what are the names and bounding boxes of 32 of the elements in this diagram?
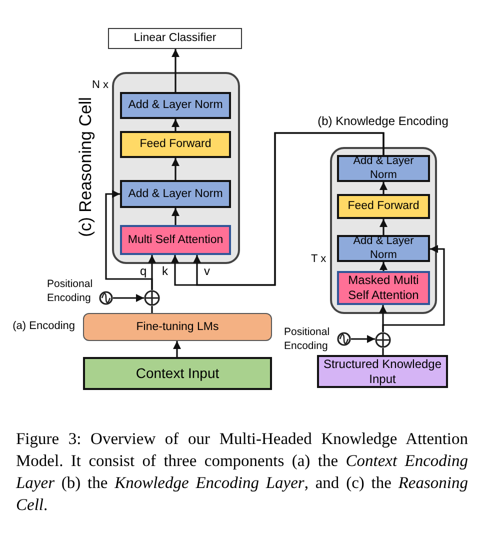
layer-box: Add & Layer Norm <box>120 180 231 208</box>
input-box: Structured Knowledge Input <box>317 355 448 388</box>
layer-box: Feed Forward <box>337 194 430 219</box>
arrow <box>172 208 180 225</box>
repeat-label: T x <box>311 252 326 267</box>
arrow <box>172 49 180 92</box>
classifier-box: Linear Classifier <box>108 28 242 49</box>
arrow <box>380 219 388 235</box>
layer-box: Masked Multi Self Attention <box>337 271 430 305</box>
arrow <box>172 119 180 131</box>
layer-box: Feed Forward <box>120 131 231 158</box>
arrow <box>105 190 153 290</box>
side-label: (a) Encoding <box>12 319 75 334</box>
arrow <box>382 245 445 332</box>
layer-box: Add & Layer Norm <box>337 235 430 262</box>
container-heading: (b) Knowledge Encoding <box>316 113 450 130</box>
layer-box: Add & Layer Norm <box>120 92 231 119</box>
arrow <box>351 335 375 343</box>
layer-box: Add & Layer Norm <box>337 155 430 182</box>
side-label: Positional Encoding <box>284 325 331 353</box>
layer-box: Multi Self Attention <box>120 225 231 255</box>
input-box: Context Input <box>83 357 272 390</box>
figure-caption: Figure 3: Overview of our Multi-Headed Knowledge Attention Model. It consist of three components (a) the Context Encoding Layer (b) the Knowledge Encoding Layer, and (c) the Reasoning Cell. <box>16 428 468 516</box>
arrow <box>380 262 388 271</box>
arrow <box>173 341 181 357</box>
arrow <box>113 294 144 302</box>
arrow <box>380 182 388 194</box>
arrow <box>172 158 180 180</box>
side-label: Positional Encoding <box>47 277 94 305</box>
edge-label: k <box>161 265 169 277</box>
container-heading: (c) Reasoning Cell <box>76 96 96 239</box>
repeat-label: N x <box>92 78 108 93</box>
